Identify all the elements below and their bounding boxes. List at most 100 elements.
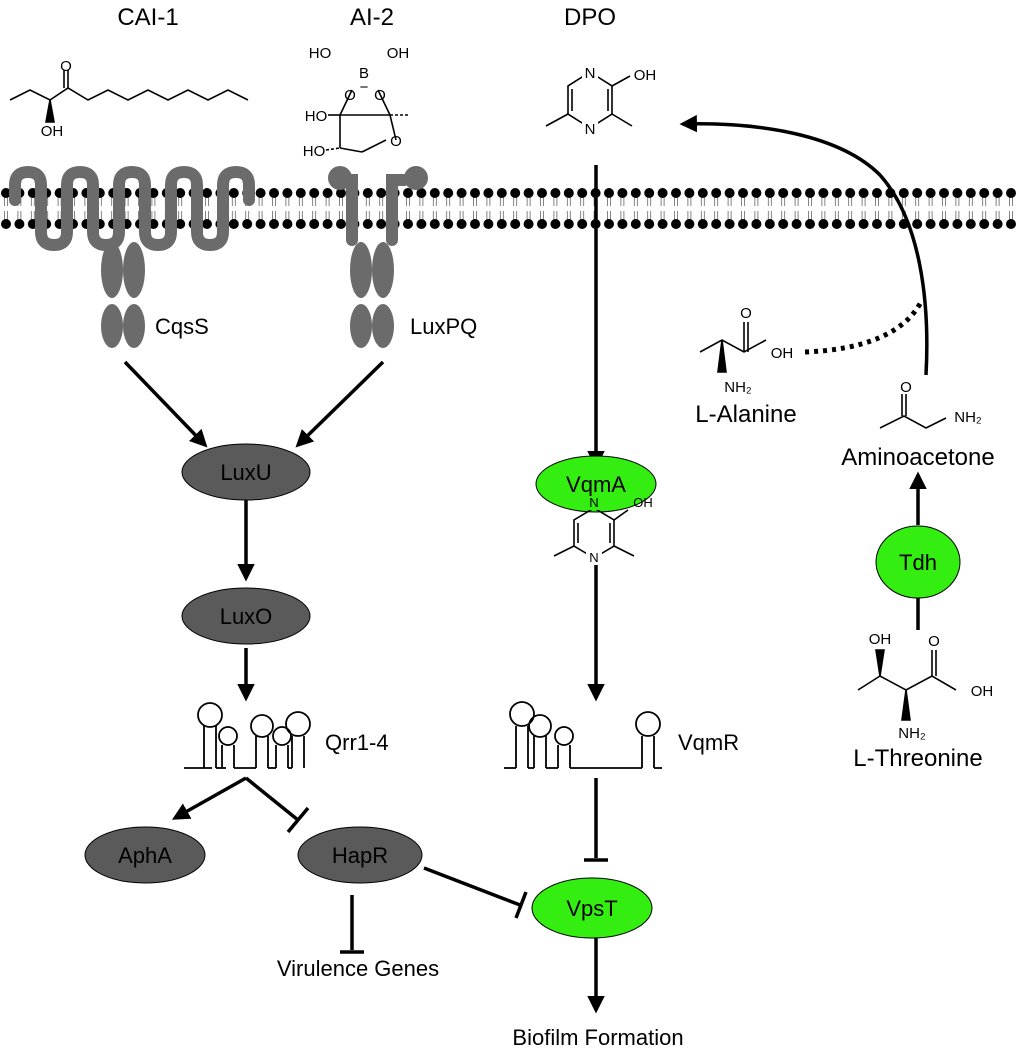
lipid-tail bbox=[499, 197, 504, 220]
lipid-tail bbox=[861, 197, 866, 220]
lipid-tail bbox=[620, 197, 625, 220]
lipid-head bbox=[1, 188, 11, 198]
luxpq-cytoplasmic-domains bbox=[350, 242, 394, 348]
cai1-hydroxyl-label: OH bbox=[41, 123, 64, 140]
lipid-tail bbox=[982, 197, 987, 220]
lipid-tail bbox=[365, 197, 370, 220]
lipid-tail bbox=[540, 197, 544, 220]
aminoacetone-label: Aminoacetone bbox=[841, 444, 994, 471]
lipid-head bbox=[898, 188, 909, 198]
lipid-tail bbox=[901, 197, 906, 220]
l-alanine-label: L-Alanine bbox=[695, 401, 796, 428]
lipid-head bbox=[362, 188, 373, 198]
lipid-head bbox=[617, 219, 628, 229]
lipid-tail bbox=[727, 197, 732, 220]
lipid-head bbox=[496, 188, 507, 198]
lipid-head bbox=[14, 219, 25, 229]
lipid-head bbox=[403, 219, 413, 229]
alanine-hydroxyl: OH bbox=[771, 345, 794, 362]
lipid-head bbox=[711, 188, 722, 198]
ai2-boron-label: B bbox=[359, 65, 369, 82]
dpo-title: DPO bbox=[564, 4, 616, 31]
aminoacetone-oxygen: O bbox=[900, 379, 912, 396]
lipid-head bbox=[429, 188, 440, 198]
lipid-head bbox=[965, 219, 976, 229]
lipid-tail bbox=[566, 197, 571, 220]
lipid-head bbox=[336, 188, 346, 198]
lipid-tail bbox=[875, 197, 879, 220]
lipid-tail bbox=[205, 197, 209, 220]
virulence-genes-label: Virulence Genes bbox=[277, 956, 439, 981]
lipid-head bbox=[805, 188, 815, 198]
lipid-head bbox=[175, 188, 186, 198]
vqma-dpo-hydroxyl: OH bbox=[633, 495, 653, 510]
lipid-head bbox=[322, 219, 333, 229]
lipid-head bbox=[295, 188, 306, 198]
lipid-head bbox=[416, 219, 427, 229]
lipid-head bbox=[470, 188, 480, 198]
lipid-head bbox=[751, 219, 762, 229]
lipid-head bbox=[550, 188, 561, 198]
lipid-head bbox=[818, 188, 829, 198]
lipid-tail bbox=[379, 197, 384, 220]
lipid-head bbox=[175, 219, 186, 229]
ai2-structure bbox=[325, 89, 410, 153]
aminoacetone-amine: NH₂ bbox=[954, 409, 982, 426]
lipid-head bbox=[671, 188, 681, 198]
lipid-tail bbox=[660, 197, 665, 220]
lipid-tail bbox=[888, 197, 893, 220]
cqss-label: CqsS bbox=[155, 314, 209, 339]
lipid-head bbox=[939, 188, 949, 198]
ai2-ring-oxygen-right: O bbox=[374, 87, 386, 104]
lipid-head bbox=[671, 219, 681, 229]
lipid-head bbox=[255, 219, 266, 229]
vpst-label: VpsT bbox=[566, 896, 617, 921]
lipid-head bbox=[644, 219, 655, 229]
lipid-head bbox=[791, 188, 802, 198]
vqma-node bbox=[535, 455, 657, 513]
qrr-srna-icon bbox=[184, 702, 311, 769]
lipid-head bbox=[738, 188, 748, 198]
lipid-tail bbox=[928, 197, 933, 220]
lipid-tail bbox=[4, 197, 8, 220]
inhibition-lines bbox=[244, 776, 608, 954]
lipid-head bbox=[604, 219, 614, 229]
lipid-tail bbox=[942, 197, 946, 220]
lipid-tail bbox=[741, 197, 745, 220]
hapr-node bbox=[297, 826, 423, 884]
lipid-head bbox=[952, 188, 963, 198]
ai2-ring-oxygen-left: O bbox=[344, 87, 356, 104]
lipid-head bbox=[617, 188, 628, 198]
lipid-head bbox=[684, 188, 695, 198]
lipid-head bbox=[845, 188, 856, 198]
lipid-head bbox=[657, 219, 668, 229]
lipid-tail bbox=[1009, 197, 1013, 220]
dpo-nitrogen-bottom: N bbox=[585, 121, 596, 138]
aminoacetone-structure bbox=[879, 394, 947, 429]
lipid-head bbox=[295, 219, 306, 229]
vqmr-srna-icon bbox=[504, 701, 662, 769]
dpo-hydroxyl: OH bbox=[634, 67, 657, 84]
lipid-head bbox=[242, 219, 253, 229]
lipid-head bbox=[1, 219, 11, 229]
lipid-tail bbox=[674, 197, 678, 220]
lipid-head bbox=[443, 219, 454, 229]
lipid-head bbox=[523, 188, 534, 198]
luxp-binding-domains bbox=[328, 166, 428, 190]
lipid-head bbox=[362, 219, 373, 229]
lipid-tail bbox=[633, 197, 638, 220]
lipid-tail bbox=[700, 197, 705, 220]
lipid-head bbox=[738, 219, 748, 229]
lipid-head bbox=[778, 188, 789, 198]
lipid-tail bbox=[258, 197, 263, 220]
lipid-head bbox=[456, 219, 467, 229]
lipid-head bbox=[416, 188, 427, 198]
alanine-oxygen: O bbox=[740, 305, 752, 322]
lipid-head bbox=[604, 188, 614, 198]
lipid-head bbox=[537, 219, 547, 229]
tdh-label: Tdh bbox=[899, 550, 937, 575]
lipid-head bbox=[563, 188, 574, 198]
threonine-hydroxyl-top: OH bbox=[869, 631, 892, 648]
cai1-structure bbox=[9, 70, 249, 123]
threonine-hydroxyl: OH bbox=[971, 683, 994, 700]
